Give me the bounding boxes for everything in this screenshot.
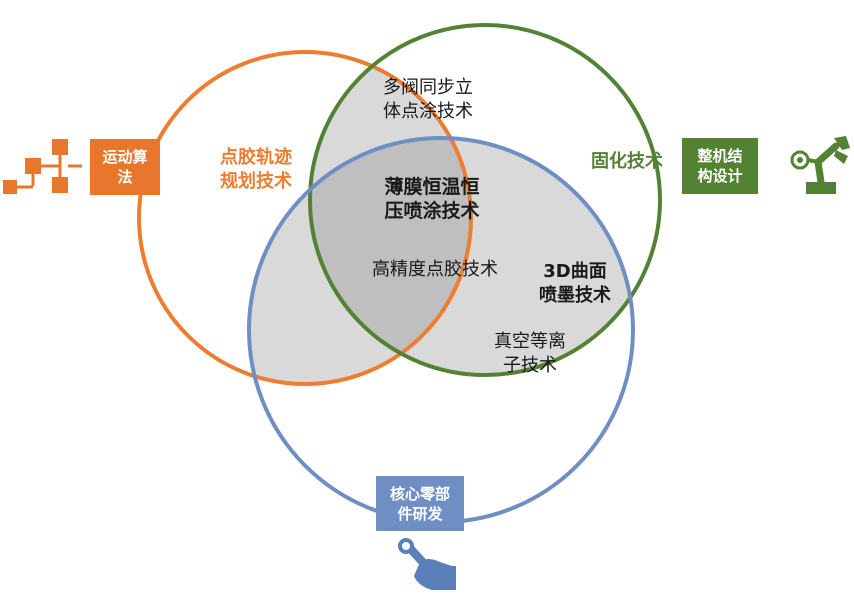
wrench-hand-icon xyxy=(398,538,456,590)
label-trajectory: 点胶轨迹 规划技术 xyxy=(220,147,292,192)
core-components-box: 核心零部 件研发 xyxy=(376,476,464,531)
label-curing: 固化技术 xyxy=(591,151,663,172)
robot-arm-icon xyxy=(790,136,850,194)
motion-algorithm-box: 运动算 法 xyxy=(90,139,160,195)
label-3d-inkjet: 3D曲面 喷墨技术 xyxy=(539,261,611,306)
circle-curing xyxy=(308,23,662,377)
flowchart-icon xyxy=(3,139,82,194)
machine-structure-box: 整机结 构设计 xyxy=(682,138,758,194)
label-vacuum-plasma: 真空等离 子技术 xyxy=(494,331,566,376)
circle-trajectory xyxy=(137,50,473,386)
label-thin-film: 薄膜恒温恒 压喷涂技术 xyxy=(384,176,480,222)
label-multi-valve: 多阀同步立 体点涂技术 xyxy=(383,77,473,122)
label-precision: 高精度点胶技术 xyxy=(372,259,498,280)
